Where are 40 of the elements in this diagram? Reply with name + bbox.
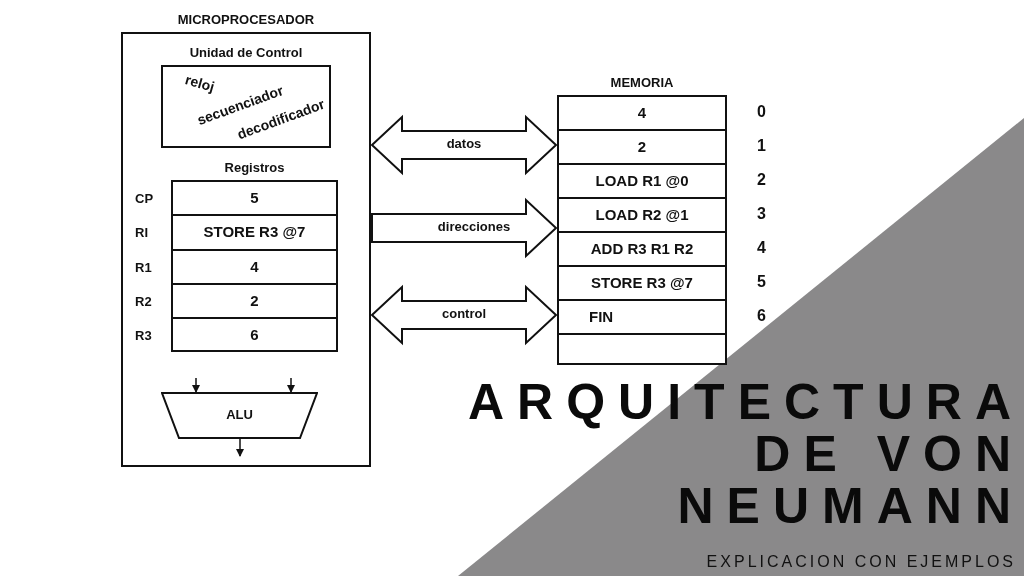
register-name: R3 bbox=[135, 328, 152, 343]
processor-heading: MICROPROCESADOR bbox=[176, 12, 316, 27]
register-name: R1 bbox=[135, 260, 152, 275]
arrow bbox=[370, 114, 558, 176]
cell-value: 6 bbox=[249, 326, 260, 343]
memory-heading: MEMORIA bbox=[609, 75, 675, 90]
arrow bbox=[236, 438, 244, 457]
address-number: 0 bbox=[757, 103, 766, 121]
edge-label: control bbox=[441, 306, 487, 321]
cell-value: 2 bbox=[249, 292, 260, 309]
address-number: 3 bbox=[757, 205, 766, 223]
arrow bbox=[192, 377, 200, 393]
register-name: RI bbox=[135, 225, 148, 240]
alu-label: ALU bbox=[225, 407, 254, 422]
arrow bbox=[370, 284, 558, 346]
cell-value: STORE R3 @7 bbox=[590, 274, 694, 291]
cell-value: LOAD R2 @1 bbox=[594, 206, 690, 223]
control-unit-heading: Unidad de Control bbox=[188, 45, 304, 60]
arrow bbox=[371, 197, 558, 259]
address-number: 2 bbox=[757, 171, 766, 189]
edge-label: datos bbox=[446, 136, 482, 151]
address-number: 4 bbox=[757, 239, 766, 257]
cell-value: 2 bbox=[636, 138, 648, 155]
cell-value: 4 bbox=[249, 258, 260, 275]
empty-memory-cell bbox=[557, 333, 727, 365]
cell-value: STORE R3 @7 bbox=[202, 223, 307, 240]
cell-value: 5 bbox=[249, 189, 260, 206]
caption: EXPLICACION CON EJEMPLOS bbox=[706, 553, 1016, 571]
registers-heading: Registros bbox=[223, 160, 286, 175]
cell-value: 4 bbox=[636, 104, 648, 121]
edge-label: direcciones bbox=[437, 219, 511, 234]
address-number: 1 bbox=[757, 137, 766, 155]
arrow bbox=[287, 377, 295, 393]
address-number: 6 bbox=[757, 307, 766, 325]
register-name: R2 bbox=[135, 294, 152, 309]
cell-value: FIN bbox=[589, 308, 614, 325]
cell-value: LOAD R1 @0 bbox=[594, 172, 690, 189]
register-name: CP bbox=[135, 191, 154, 206]
address-number: 5 bbox=[757, 273, 766, 291]
cell-value: ADD R3 R1 R2 bbox=[589, 240, 695, 257]
